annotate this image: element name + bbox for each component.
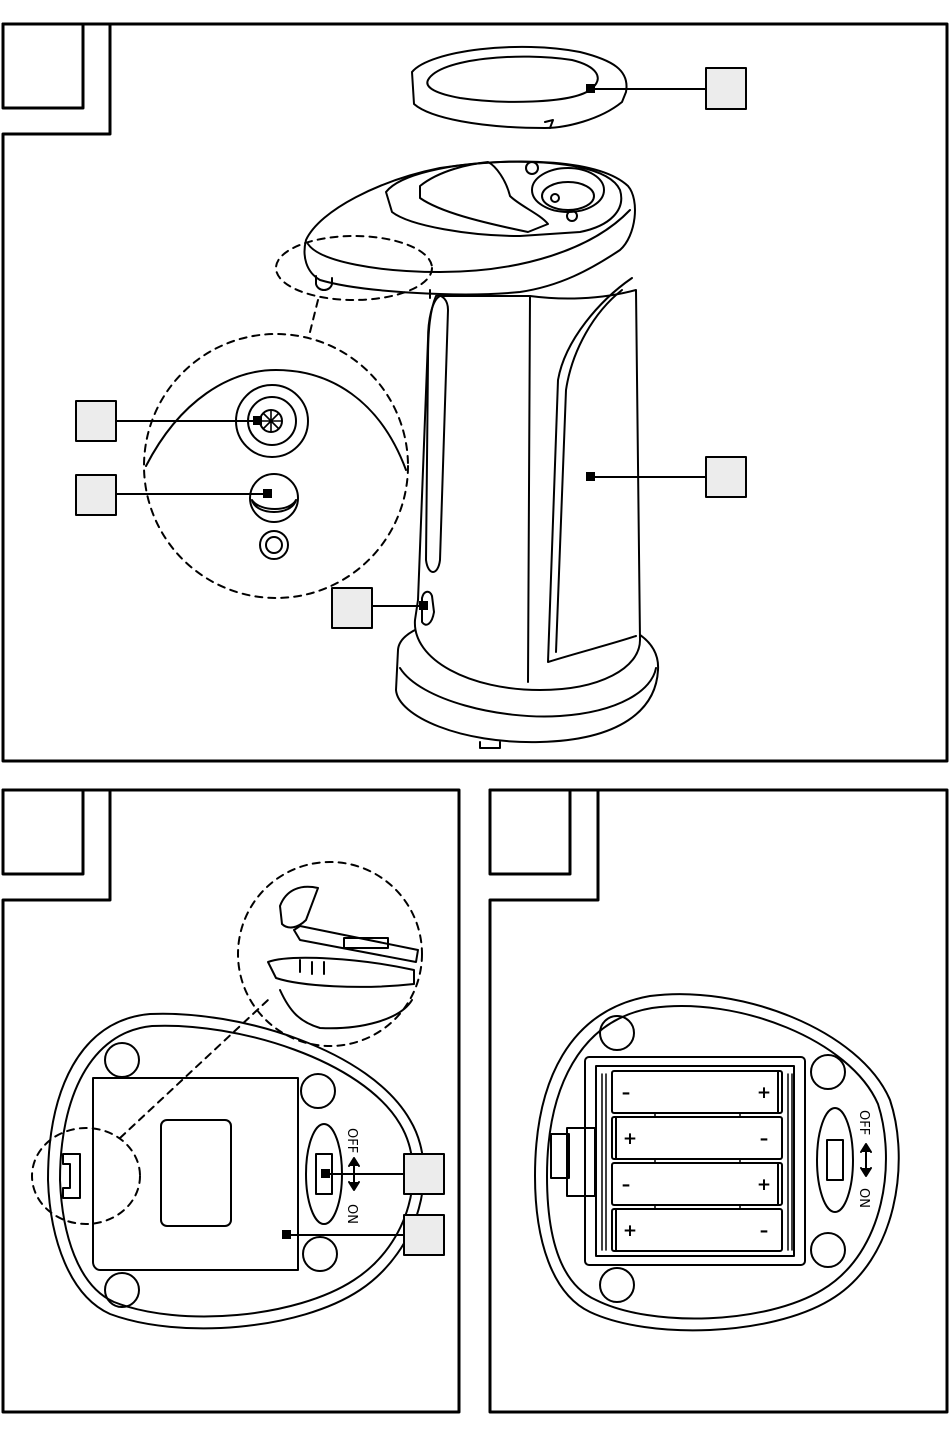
switch-off-label-open: OFF — [856, 1110, 871, 1135]
battery-1-right-terminal: + — [757, 1083, 771, 1103]
callout-sensor-window — [76, 401, 262, 441]
base-underside-closed: OFF ON — [32, 862, 424, 1328]
battery-2-right-terminal: – — [760, 1129, 769, 1149]
battery-4-left-terminal: + — [623, 1221, 637, 1241]
battery-4-right-terminal: – — [760, 1221, 769, 1241]
switch-on-label: ON — [344, 1204, 359, 1224]
switch-on-label-open: ON — [856, 1188, 871, 1208]
callout-nozzle-indicator — [332, 588, 428, 628]
figure-bottom-right-number-box — [490, 790, 570, 874]
figure-bottom-left-number-box — [3, 790, 83, 874]
switch-off-label: OFF — [344, 1128, 359, 1153]
callout-sensor-led — [76, 475, 272, 515]
battery-2: + – — [612, 1117, 782, 1159]
figure-bottom-right-panel: OFF ON – + + – – + + – — [490, 790, 947, 1412]
battery-3-right-terminal: + — [757, 1175, 771, 1195]
battery-1-left-terminal: – — [622, 1083, 631, 1103]
battery-2-left-terminal: + — [623, 1129, 637, 1149]
figure-top-panel — [3, 24, 947, 761]
battery-4: + – — [612, 1209, 782, 1251]
battery-3-left-terminal: – — [622, 1175, 631, 1195]
figure-bottom-left-panel: OFF ON — [3, 790, 459, 1412]
battery-3: – + — [612, 1163, 782, 1205]
dispenser-illustration — [144, 162, 658, 748]
callout-battery-cover — [282, 1215, 444, 1255]
figure-top-number-box — [3, 24, 83, 108]
callout-power-switch — [321, 1154, 444, 1194]
battery-1: – + — [612, 1071, 782, 1113]
